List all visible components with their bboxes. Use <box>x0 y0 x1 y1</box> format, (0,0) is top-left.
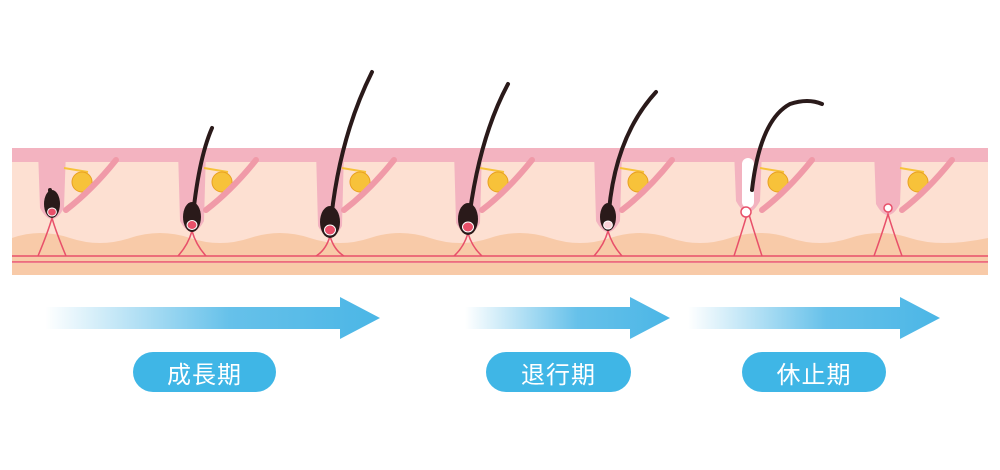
follicles <box>37 70 955 257</box>
dermis-layer <box>12 150 988 250</box>
dermal-papilla <box>603 220 613 230</box>
dermal-papilla <box>462 221 474 233</box>
phase-arrows <box>45 297 940 339</box>
sebaceous-duct <box>341 167 367 173</box>
follicle-unit-7 <box>873 150 955 257</box>
arrector-pili-muscle <box>759 157 815 213</box>
bottom-fat <box>12 263 988 275</box>
arrector-pili-muscle <box>619 157 675 213</box>
sebaceous-gland <box>767 171 789 193</box>
sebaceous-gland <box>71 171 93 193</box>
skin-surface <box>12 148 988 162</box>
resting-bulb <box>740 206 752 218</box>
empty-follicle-bulb <box>883 203 893 213</box>
skin-cross-section <box>12 148 988 275</box>
follicle-unit-1 <box>37 150 119 257</box>
follicle-unit-3 <box>315 70 397 257</box>
arrector-pili-muscle <box>479 157 535 213</box>
arrow-growth <box>45 297 380 339</box>
hair-shaft <box>750 99 824 192</box>
sebaceous-duct <box>203 167 229 173</box>
follicle-unit-5 <box>593 90 675 257</box>
arrow-regression <box>465 297 670 339</box>
sebaceous-gland <box>211 171 233 193</box>
papilla-vessel <box>873 211 903 257</box>
dermal-papilla <box>186 220 198 230</box>
arrector-pili-muscle <box>203 157 259 213</box>
growth-phase-label: 成長期 <box>133 352 276 392</box>
subcutis-layer <box>12 233 988 262</box>
arrector-pili-muscle <box>63 157 119 213</box>
club-hair-root <box>742 158 754 208</box>
follicle-unit-2 <box>177 126 259 257</box>
resting-phase-label: 休止期 <box>742 352 886 392</box>
sebaceous-duct <box>899 167 925 173</box>
dermal-papilla <box>324 224 336 236</box>
arrector-pili-muscle <box>899 157 955 213</box>
regression-phase-label: 退行期 <box>486 352 631 392</box>
arrector-pili-muscle <box>341 157 397 213</box>
follicle-unit-4 <box>453 82 535 257</box>
follicle-unit-6 <box>733 99 824 257</box>
sebaceous-gland <box>349 171 371 193</box>
sebaceous-duct <box>63 167 89 173</box>
follicle-sheath <box>874 150 902 215</box>
sebaceous-gland <box>627 171 649 193</box>
arrow-resting <box>688 297 940 339</box>
sebaceous-duct <box>479 167 505 173</box>
sebaceous-gland <box>487 171 509 193</box>
sebaceous-gland <box>907 171 929 193</box>
sebaceous-duct <box>759 167 785 173</box>
sebaceous-duct <box>619 167 645 173</box>
dermal-papilla <box>47 207 57 217</box>
